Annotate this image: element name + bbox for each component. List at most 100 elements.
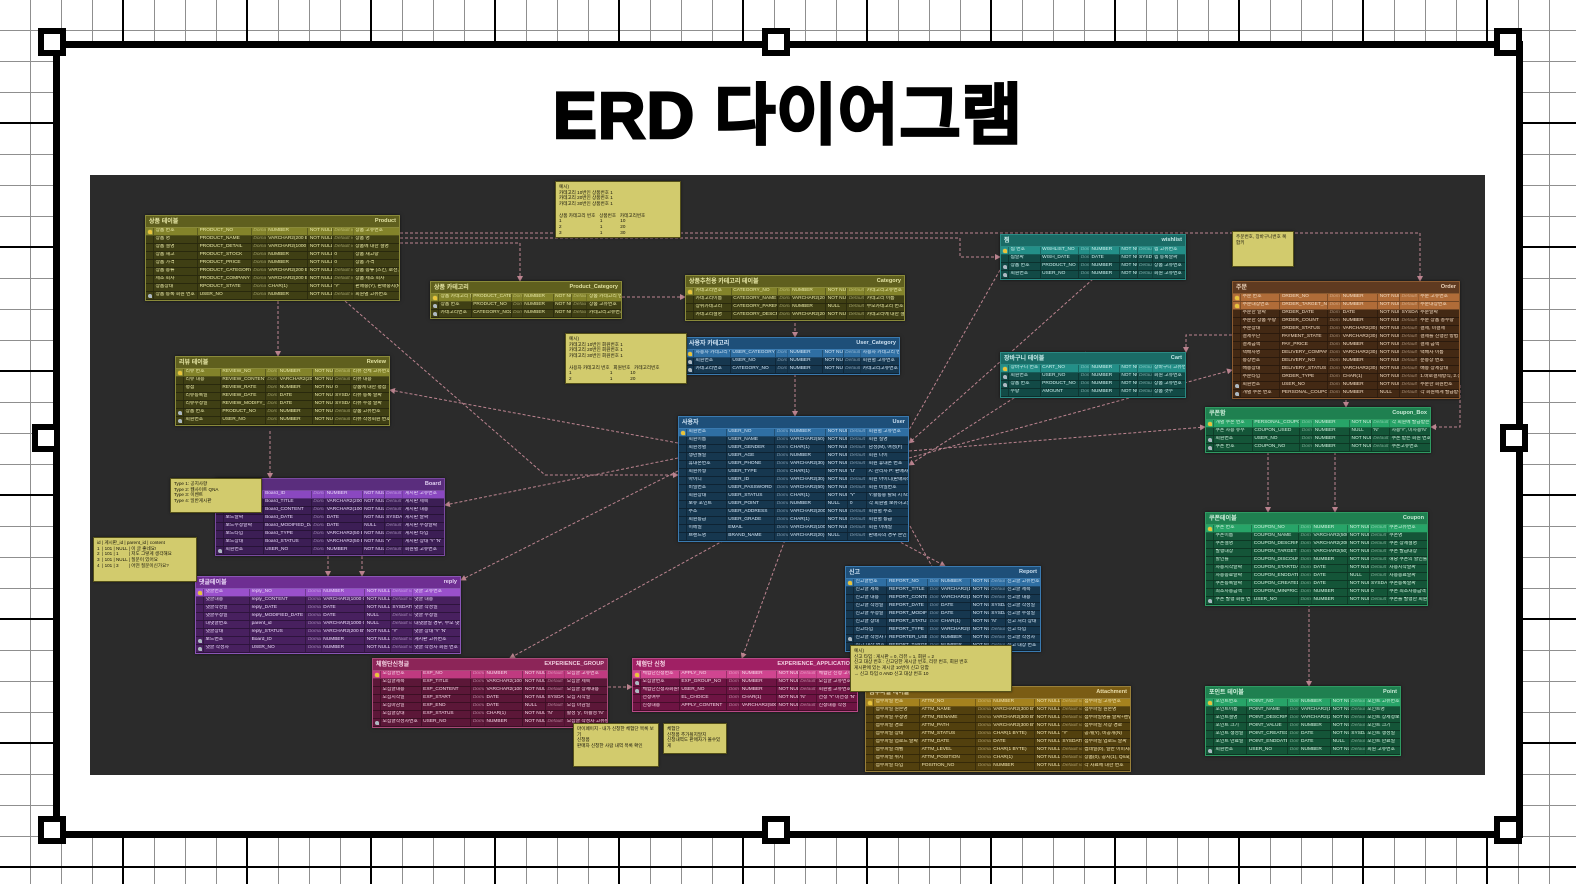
note-user-category-example[interactable]: 예시) 카테고리 10번인 회원번호 1 카테고리 20번인 회원번호 1 카테… — [565, 333, 687, 384]
attribute-row[interactable]: 쿠폰설명COUPON_DESCRIPTIONDomainVARCHAR2(200… — [1206, 541, 1427, 549]
attribute-row[interactable]: 택배사명DELIVERY_COMPANYDomainVARCHAR2(30)NO… — [1233, 350, 1459, 358]
attribute-row[interactable]: 댓글수정일reply_MODIFIED_DATEDomainDATENULLDe… — [196, 613, 460, 621]
attribute-row[interactable]: 상품 종류PRODUCT_CATEGORYDomainVARCHAR2(200 … — [146, 268, 399, 276]
attribute-row[interactable]: 사용자 카테고리 번호USER_CATEGORY_NODomainNUMBERN… — [686, 350, 899, 358]
attribute-row[interactable]: 체험단신청자회원번호USER_NODomainNUMBERNOT NULLDef… — [633, 687, 857, 695]
attribute-row[interactable]: 신청내용APPLY_CONTENTDomainVARCHAR2(500)NOT … — [633, 703, 857, 711]
note-board-types[interactable]: Type 1: 공지사항 Type 2: 웹사이트 QNA Type 3: 이벤… — [170, 478, 262, 513]
selection-handle-bottom-left[interactable] — [38, 816, 66, 844]
attribute-row[interactable]: 보드수정날짜Board_MODIFIED_DATEDomainDATENULLD… — [216, 523, 444, 531]
selection-handle-top-right[interactable] — [1494, 28, 1522, 56]
entity-experience_group[interactable]: 체험단신청글EXPERIENCE_GROUP모집글번호EXP_NODomainN… — [372, 658, 608, 728]
selection-handle-top-left[interactable] — [38, 28, 66, 56]
attribute-row[interactable]: 이메일EMAILDomainVARCHAR2(100)NOT NULLDefau… — [679, 525, 908, 533]
attribute-row[interactable]: 상품 카테고리 번호PRODUCT_CATEGORY_NODomainNUMBE… — [431, 294, 621, 302]
entity-board[interactable]: Board 테이블Board보드번호Board_IDDomainNUMBERNO… — [215, 478, 445, 556]
attribute-row[interactable]: 사용종료날짜COUPON_ENDDATEDomainDATENULLDefaul… — [1206, 573, 1427, 581]
note-experience[interactable]: 체험단 신청폼 추가될지말지 신청내역도 판매자가 볼수있게 — [663, 723, 727, 754]
attribute-row[interactable]: 쿠폰 사용 유무COUPON_USEDDomainNUMBERNULL'N'사용… — [1206, 428, 1430, 436]
attribute-row[interactable]: 카테고리설명CATEGORY_DESCRIPTIONDomainVARCHAR2… — [686, 312, 904, 320]
attribute-row[interactable]: 개별 쿠폰 번호PERSONAL_COUPON_NODomainNUMBERNU… — [1233, 390, 1459, 398]
attribute-row[interactable]: 상위카테고리CATEGORY_PARENTDomainNUMBERNULLDef… — [686, 304, 904, 312]
note-order-composite-key[interactable]: 주문번호, 장바구니번호 복합키 — [1232, 231, 1294, 267]
selection-handle-top-mid[interactable] — [762, 28, 790, 56]
attribute-row[interactable]: 개별 쿠폰 번호PERSONAL_COUPON_NODomainNUMBERNO… — [1206, 420, 1430, 428]
attribute-row[interactable]: 보드내용Board_CONTENTDomainVARCHAR2(1000 CHA… — [216, 507, 444, 515]
attribute-row[interactable]: 브랜드명BRAND_NAMEDomainVARCHAR2(20)NULLDefa… — [679, 533, 908, 541]
attribute-row[interactable]: 신고글 작성자 회원 번호REPORTER_USER_IDDomainNUMBE… — [846, 635, 1040, 643]
attribute-row[interactable]: 카테고리이름CATEGORY_NAMEDomainVARCHAR2(20)NOT… — [686, 296, 904, 304]
selection-handle-mid-left[interactable] — [32, 424, 60, 452]
